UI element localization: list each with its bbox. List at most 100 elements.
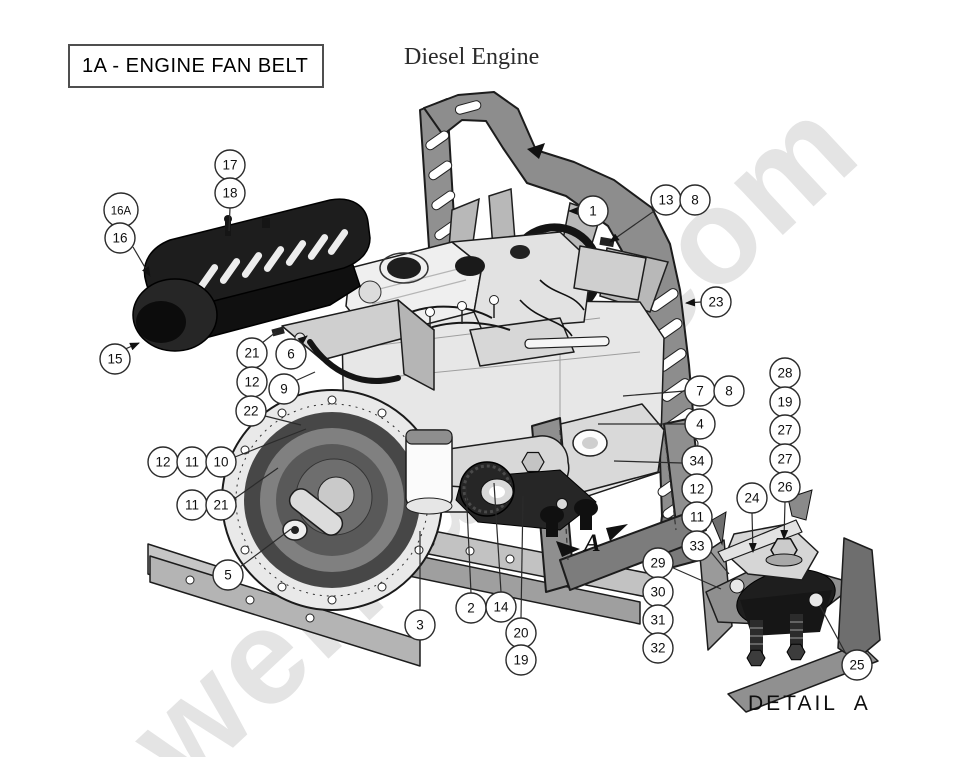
callout-12: 12 — [236, 366, 268, 398]
svg-text:4: 4 — [696, 417, 704, 432]
title-box: 1A - ENGINE FAN BELT — [68, 44, 324, 88]
svg-text:1: 1 — [589, 204, 597, 219]
callout-14: 14 — [485, 591, 517, 623]
svg-text:34: 34 — [689, 454, 705, 469]
detail-a-label: DETAIL A — [748, 692, 871, 715]
callout-21: 21 — [236, 337, 268, 369]
leader-line — [520, 495, 524, 619]
callout-11: 11 — [681, 501, 713, 533]
leader-line — [228, 207, 231, 232]
leader-line — [622, 390, 686, 397]
stop-solenoid — [573, 245, 647, 301]
svg-text:32: 32 — [650, 641, 665, 656]
svg-text:8: 8 — [725, 384, 733, 399]
leader-line — [493, 482, 502, 593]
section-letter-a: A — [584, 530, 601, 557]
callout-6: 6 — [275, 338, 307, 370]
callout-24: 24 — [736, 482, 768, 514]
callout-12: 12 — [681, 473, 713, 505]
callout-16: 16 — [104, 222, 136, 254]
svg-text:11: 11 — [185, 498, 199, 513]
air-cleaner-assembly — [132, 198, 371, 352]
callout-5: 5 — [212, 559, 244, 591]
callout-23: 23 — [700, 286, 732, 318]
svg-text:11: 11 — [690, 510, 704, 525]
lifting-rod — [524, 336, 610, 349]
title-box-text: 1A - ENGINE FAN BELT — [82, 55, 309, 77]
callout-17: 17 — [214, 149, 246, 181]
callout-21: 21 — [205, 489, 237, 521]
leader-line — [233, 467, 279, 500]
svg-text:14: 14 — [493, 600, 509, 615]
leader-line — [261, 331, 277, 344]
callout-15: 15 — [99, 343, 131, 375]
callout-29: 29 — [642, 547, 674, 579]
section-arrow-left — [556, 541, 580, 557]
intake-hose — [307, 339, 401, 384]
injection-pump — [469, 317, 575, 367]
svg-text:33: 33 — [689, 539, 704, 554]
callout-19: 19 — [769, 386, 801, 418]
svg-text:20: 20 — [513, 626, 528, 641]
callout-2: 2 — [455, 592, 487, 624]
leader-line — [670, 566, 722, 590]
svg-text:12: 12 — [689, 482, 704, 497]
callout-16A: 16A — [103, 192, 139, 228]
callout-11: 11 — [176, 489, 208, 521]
svg-text:17: 17 — [222, 158, 237, 173]
svg-text:26: 26 — [777, 480, 792, 495]
callout-4: 4 — [684, 408, 716, 440]
callout-10: 10 — [205, 446, 237, 478]
callout-32: 32 — [642, 632, 674, 664]
leader-line — [709, 550, 730, 575]
leader-line — [239, 528, 292, 568]
svg-text:10: 10 — [213, 455, 228, 470]
svg-text:21: 21 — [213, 498, 228, 513]
callout-22: 22 — [235, 395, 267, 427]
svg-text:24: 24 — [744, 491, 760, 506]
leader-lines — [122, 207, 847, 655]
svg-text:7: 7 — [696, 384, 704, 399]
leader-line — [819, 605, 847, 655]
svg-text:6: 6 — [287, 347, 295, 362]
callout-34: 34 — [681, 445, 713, 477]
svg-text:12: 12 — [155, 455, 170, 470]
leader-line — [609, 208, 658, 243]
svg-text:27: 27 — [777, 452, 792, 467]
fuel-filter — [405, 429, 453, 515]
callout-13: 13 — [650, 184, 682, 216]
detail-a-assembly — [699, 489, 881, 713]
callout-11: 11 — [176, 446, 208, 478]
leader-line — [132, 246, 151, 277]
svg-text:15: 15 — [107, 352, 122, 367]
svg-text:16: 16 — [112, 231, 127, 246]
callout-19: 19 — [505, 644, 537, 676]
callout-26: 26 — [769, 471, 801, 503]
front-parts — [307, 339, 515, 517]
callout-12: 12 — [147, 446, 179, 478]
callout-20: 20 — [505, 617, 537, 649]
leader-line — [780, 501, 789, 540]
svg-text:12: 12 — [244, 375, 259, 390]
leader-line — [748, 512, 757, 553]
leader-line — [294, 371, 316, 382]
svg-text:13: 13 — [658, 193, 673, 208]
leader-line — [685, 298, 702, 307]
section-arrow-right — [606, 524, 628, 541]
mount-studs — [746, 614, 806, 667]
svg-text:9: 9 — [280, 382, 288, 397]
engine-illustration — [132, 91, 881, 713]
callout-7: 7 — [684, 375, 716, 407]
oil-filter — [459, 461, 515, 517]
svg-text:16A: 16A — [111, 206, 132, 218]
svg-text:2: 2 — [467, 601, 475, 616]
svg-text:27: 27 — [777, 423, 792, 438]
callout-27: 27 — [769, 443, 801, 475]
callout-8: 8 — [713, 375, 745, 407]
direction-arrow — [527, 143, 545, 159]
callout-18: 18 — [214, 177, 246, 209]
svg-text:19: 19 — [513, 653, 528, 668]
svg-text:5: 5 — [224, 568, 232, 583]
